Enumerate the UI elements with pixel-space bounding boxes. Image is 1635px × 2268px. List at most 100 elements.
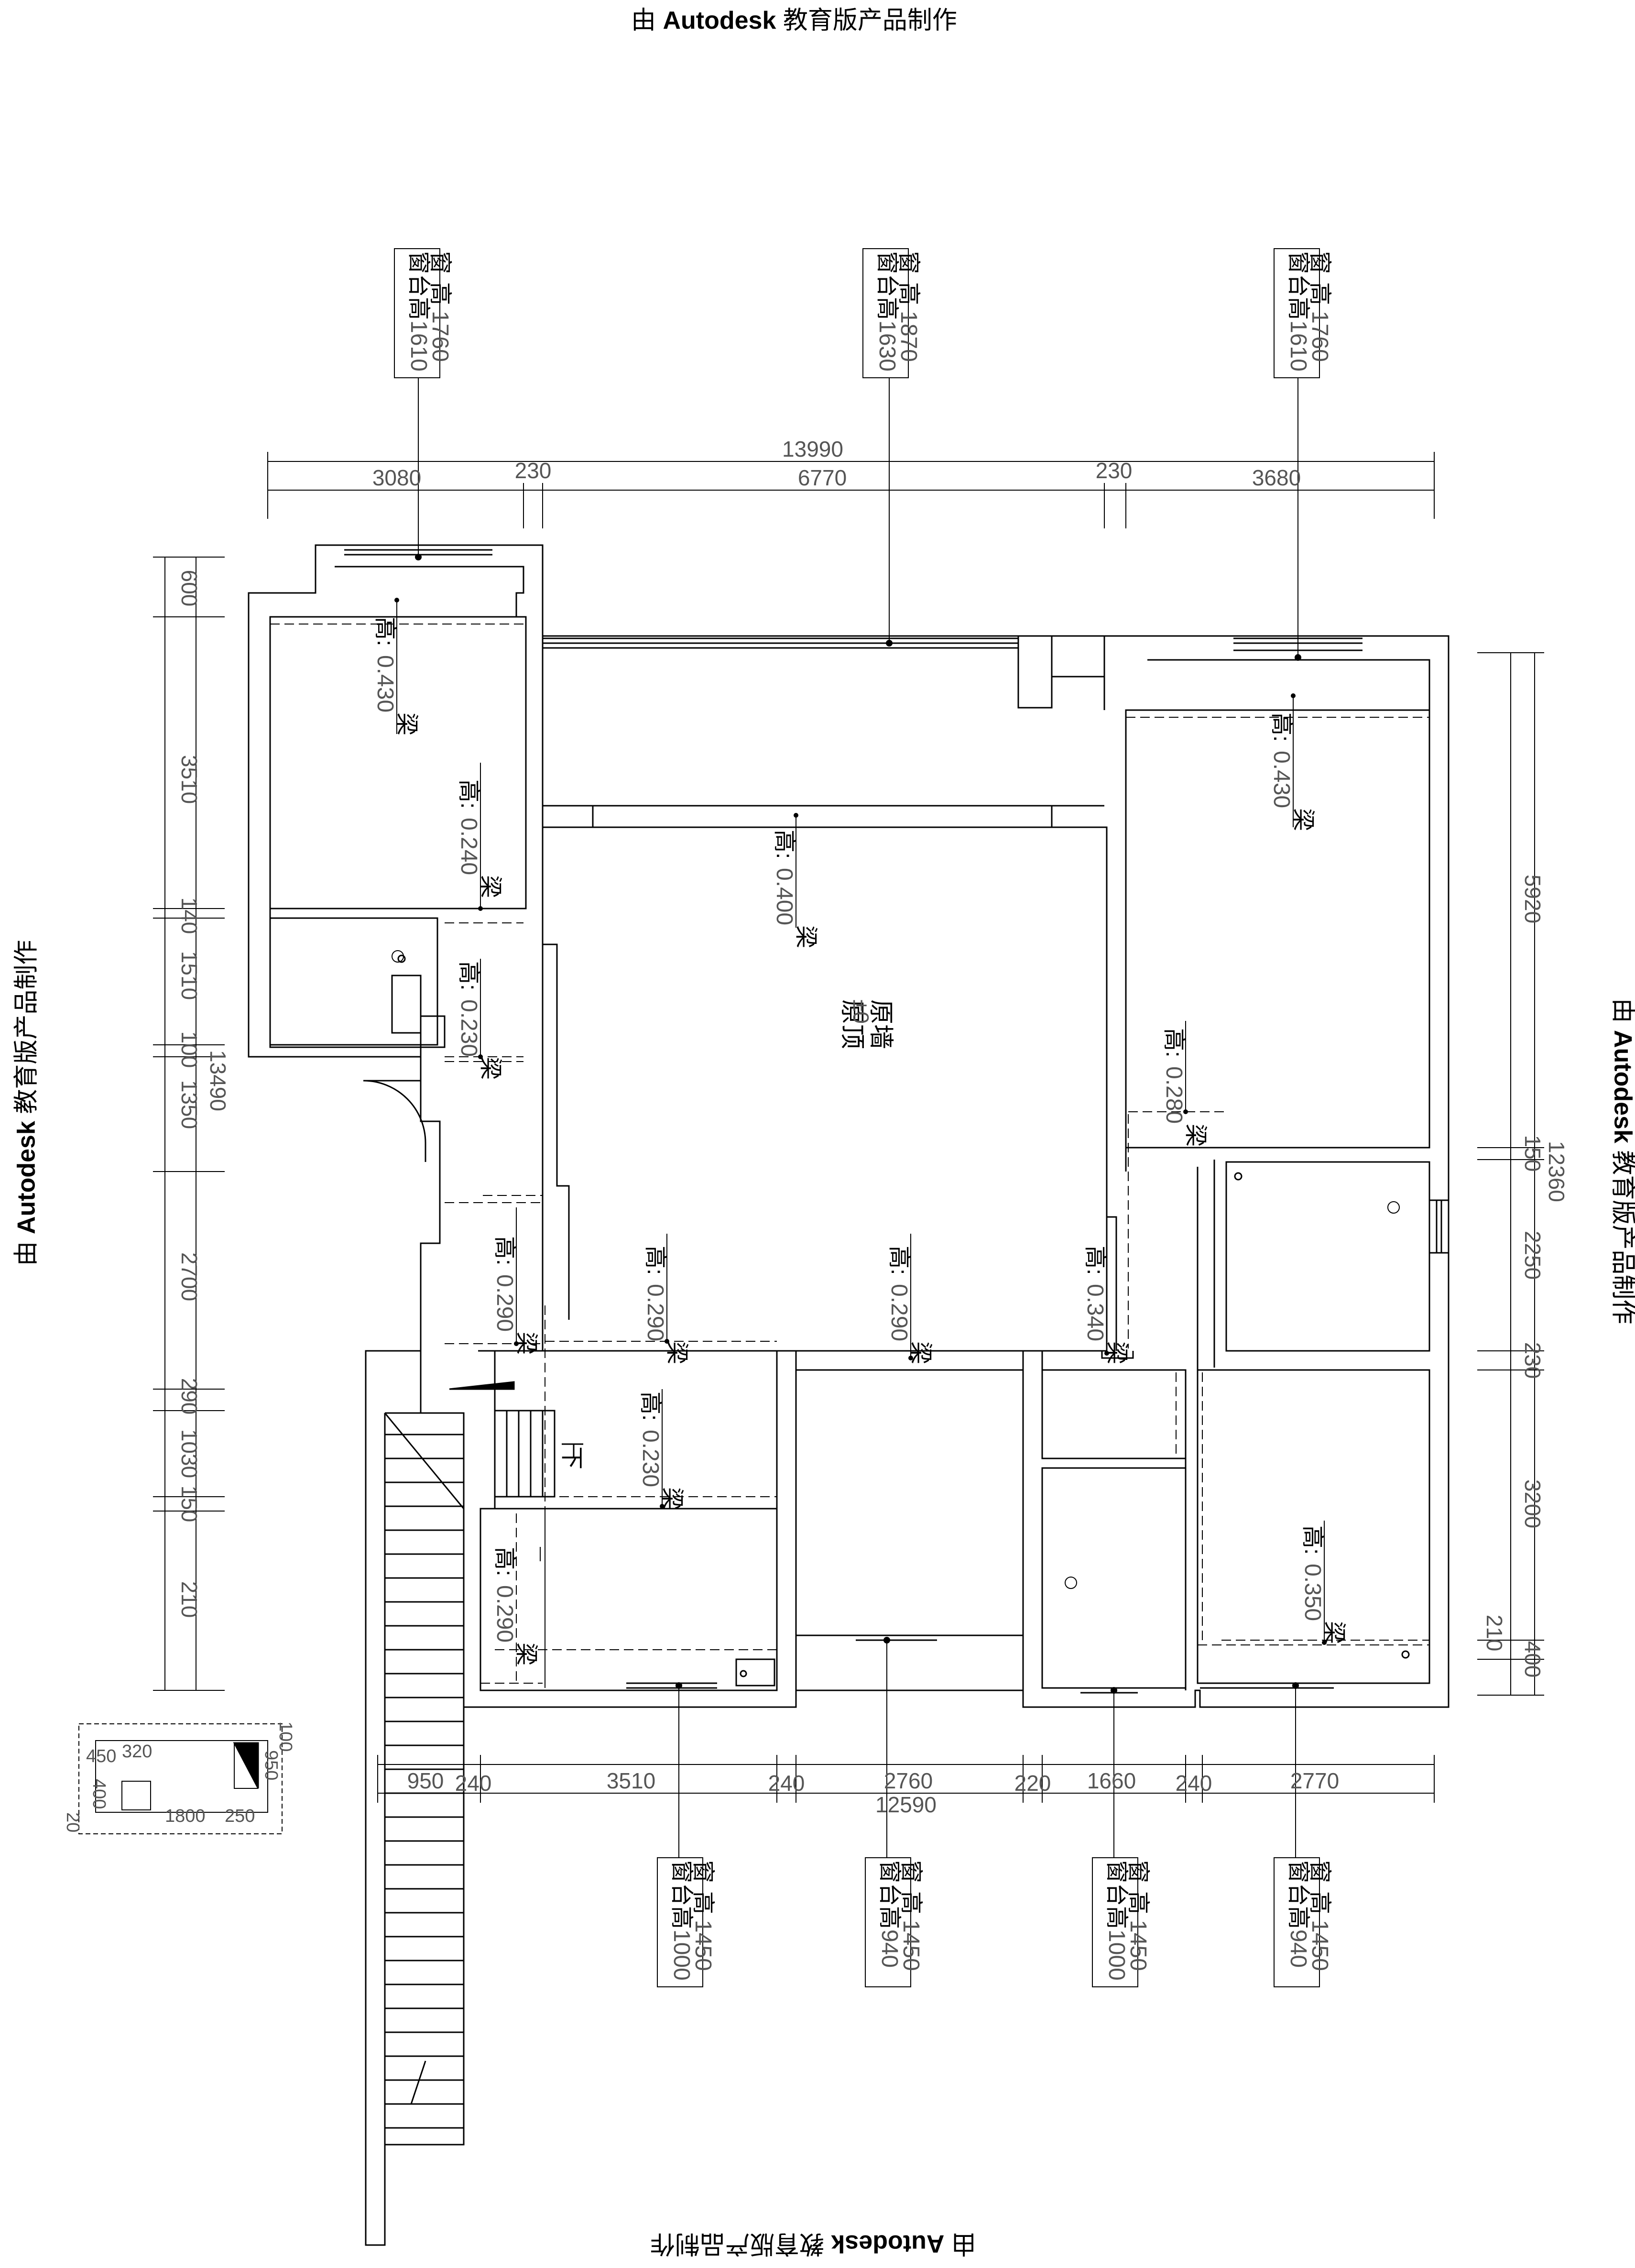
room-living (542, 826, 1108, 1352)
beam-label: 梁 (1104, 1341, 1129, 1364)
wm-brand: Autodesk (1609, 1030, 1635, 1143)
window-tag-height-label: 高 (1307, 282, 1332, 305)
beam-label: 梁 (664, 1341, 689, 1364)
dim-top: 6770 (798, 465, 847, 490)
dim-left: 1510 (177, 951, 202, 1000)
watermark-bottom: 由 Autodesk 教育版产品制作 (650, 2228, 976, 2264)
beam-height-value: 0.240 (456, 818, 481, 875)
detail-square (121, 1781, 151, 1810)
dim-left: 1030 (177, 1429, 202, 1478)
window-tag-sill-label: 窗台高 (874, 251, 900, 320)
dim-right: 400 (1520, 1641, 1545, 1678)
wm-prefix: 由 (631, 7, 656, 34)
dim-bottom: 240 (768, 1771, 805, 1796)
interior-wall-lines (478, 636, 1215, 1690)
room-top-right (1017, 636, 1430, 710)
dim-left: 140 (177, 898, 202, 934)
window-tag-sill-value: 940 (1286, 1929, 1311, 1968)
watermark-left: 由 Autodesk 教育版产品制作 (6, 940, 42, 1266)
watermark-top: 由 Autodesk 教育版产品制作 (631, 0, 957, 36)
beam-height-value: 0.290 (643, 1284, 668, 1341)
room-bedroom-nw (269, 616, 527, 909)
dim-bottom: 2770 (1290, 1768, 1339, 1793)
window-tag-height-value: 1450 (1307, 1920, 1332, 1971)
beam-height-value: 0.230 (638, 1430, 663, 1487)
beam-height-label: 高: (456, 961, 481, 990)
dim-bottom: 240 (455, 1771, 492, 1796)
dim-bottom: 3510 (607, 1768, 655, 1793)
detail-dim: 950 (261, 1750, 281, 1780)
window-tag-sill-label: 窗台高 (406, 251, 431, 320)
beam-height-label: 高: (772, 830, 797, 859)
room-kitchen (795, 1369, 1024, 1636)
beam-height-value: 0.280 (1161, 1066, 1187, 1124)
wm-brand: Autodesk (12, 1121, 41, 1235)
beam-height-value: 0.290 (886, 1284, 912, 1341)
window-tag-sill-label: 窗台高 (877, 1860, 902, 1929)
dim-bottom: 2760 (884, 1768, 933, 1793)
window-tag-sill-label: 窗台高 (1104, 1860, 1129, 1929)
window-leaders (418, 378, 1298, 1858)
wm-brand: Autodesk (663, 7, 776, 34)
dim-left: 150 (177, 1486, 202, 1523)
dim-left-total: 13490 (206, 1050, 230, 1111)
detail-dim: 400 (89, 1779, 109, 1809)
window-tags: 窗高1760窗台高1610窗高1870窗台高1630窗高1760窗台高1610窗… (406, 251, 1332, 1981)
window-tag-height-value: 1450 (1125, 1920, 1151, 1971)
wm-prefix: 由 (12, 1241, 41, 1266)
beam-label: 梁 (659, 1487, 685, 1510)
window-tag-sill-value: 1610 (1286, 320, 1311, 372)
dim-top-total: 13990 (782, 437, 843, 461)
dim-bottom-total: 12590 (875, 1792, 937, 1817)
beam-label: 梁 (1290, 808, 1316, 831)
drain-icon (1234, 1172, 1243, 1181)
room-bath-ne (1225, 1161, 1430, 1352)
stair-down-label: 下 (559, 1446, 584, 1469)
beam-height-value: 0.340 (1082, 1284, 1108, 1341)
room-bath-nw (269, 917, 438, 1046)
detail-frame (234, 1743, 258, 1789)
dim-bottom: 220 (1014, 1771, 1051, 1796)
beam-height-label: 高: (1269, 712, 1294, 742)
center-note-line2: 原顶 (838, 999, 866, 1049)
window-tag-height-label: 高 (1307, 1891, 1332, 1914)
window-tag-label: 窗 (898, 1860, 924, 1883)
fixture-icon (1401, 1650, 1410, 1659)
window-tag-boxes (394, 248, 1320, 1987)
window-tag-height-value: 1450 (690, 1920, 716, 1971)
beam-label: 梁 (513, 1332, 539, 1355)
dim-left: 100 (177, 1031, 202, 1068)
detail-triangle (233, 1742, 259, 1789)
beam-height-label: 高: (1082, 1246, 1108, 1275)
dimension-texts: 13990 3080 230 6770 230 3680 950 240 351… (372, 437, 1339, 1817)
detail-dim: 250 (225, 1806, 255, 1826)
dim-bottom: 240 (1176, 1771, 1212, 1796)
basin-drain-icon (740, 1670, 747, 1677)
window-tag-sill-value: 940 (877, 1929, 902, 1968)
window-tag-height-label: 高 (898, 1891, 924, 1914)
dimension-texts-left: 600 3510 140 1510 100 1350 13490 2700 29… (177, 570, 1569, 1678)
outer-wall (248, 544, 1450, 2246)
window-tag-height-label: 高 (896, 282, 921, 305)
window-tag-sill-value: 1000 (1104, 1929, 1129, 1981)
dim-right: 2250 (1520, 1231, 1545, 1280)
window-tag-sill-label: 窗台高 (1286, 251, 1311, 320)
beam-height-value: 0.400 (772, 868, 797, 925)
dim-top: 3680 (1252, 465, 1301, 490)
stair-arrow (449, 1381, 515, 1390)
window-tag-sill-label: 窗台高 (669, 1860, 694, 1929)
window-tag-height-value: 1760 (427, 311, 453, 362)
dim-bottom: 1660 (1087, 1768, 1136, 1793)
window-tag-height-label: 高 (1125, 1891, 1151, 1914)
window-tag-label: 窗 (1307, 251, 1332, 274)
detail-dim: 320 (122, 1742, 152, 1762)
beam-leaders (396, 600, 1325, 1643)
dim-left: 290 (177, 1378, 202, 1415)
window-tag-height-value: 1450 (898, 1920, 924, 1971)
dim-right: 3200 (1520, 1479, 1545, 1528)
room-storage (1041, 1369, 1187, 1459)
wm-suffix: 教育版产品制作 (1609, 1150, 1635, 1325)
window-tag-label: 窗 (690, 1860, 716, 1883)
dim-right-total: 12360 (1544, 1141, 1569, 1202)
wm-prefix: 由 (951, 2230, 976, 2257)
